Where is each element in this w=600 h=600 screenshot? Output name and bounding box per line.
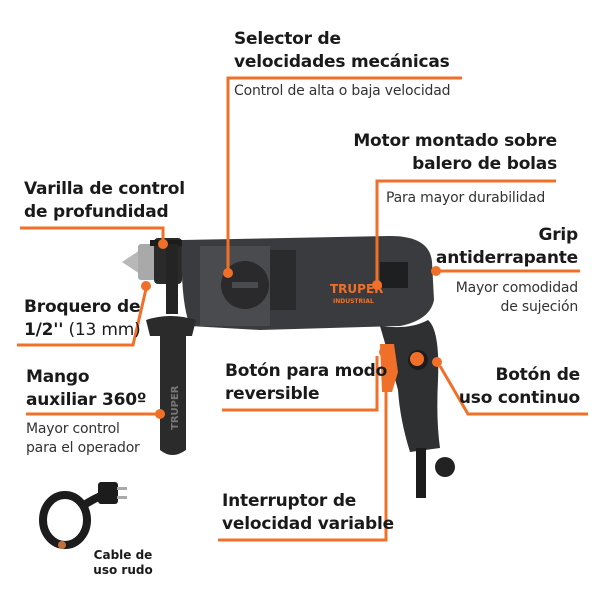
- leader-motor: [375, 179, 556, 285]
- leader-broquero: [17, 288, 148, 347]
- grip-desc: Mayor comodidad de sujeción: [455, 280, 579, 315]
- leader-continuo: [438, 365, 588, 416]
- depth-rod-icon: [150, 240, 210, 246]
- brand-logo: TRUPER: [330, 282, 383, 296]
- motor-title: Motor montado sobre balero de bolas: [353, 131, 557, 174]
- aux-handle-icon: TRUPER: [146, 244, 196, 455]
- varilla-title: Varilla de control de profundidad: [24, 179, 185, 222]
- cable-label: Cable de uso rudo: [93, 548, 153, 577]
- interruptor-title: Interruptor de velocidad variable: [222, 491, 394, 534]
- mango-title: Mango auxiliar 360º: [26, 367, 147, 410]
- svg-text:TRUPER: TRUPER: [170, 385, 181, 430]
- continuo-title: Botón de uso continuo: [458, 365, 580, 408]
- grip-title: Grip antiderrapante: [435, 225, 578, 268]
- mango-desc: Mayor control para el operador: [26, 421, 140, 456]
- selector-title: Selector de velocidades mecánicas: [234, 29, 450, 72]
- selector-desc: Control de alta o baja velocidad: [234, 83, 451, 99]
- leader-reversible: [222, 356, 379, 412]
- motor-desc: Para mayor durabilidad: [386, 190, 546, 206]
- leader-selector: [226, 76, 462, 275]
- reversible-title: Botón para modo reversible: [225, 361, 388, 404]
- lock-button-icon: [410, 352, 424, 366]
- svg-text:INDUSTRIAL: INDUSTRIAL: [333, 298, 374, 305]
- leader-interruptor: [218, 369, 388, 542]
- cable-icon: [39, 482, 127, 549]
- leader-varilla: [20, 226, 165, 244]
- broquero-title: Broquero de 1/2'' (13 mm): [24, 297, 141, 340]
